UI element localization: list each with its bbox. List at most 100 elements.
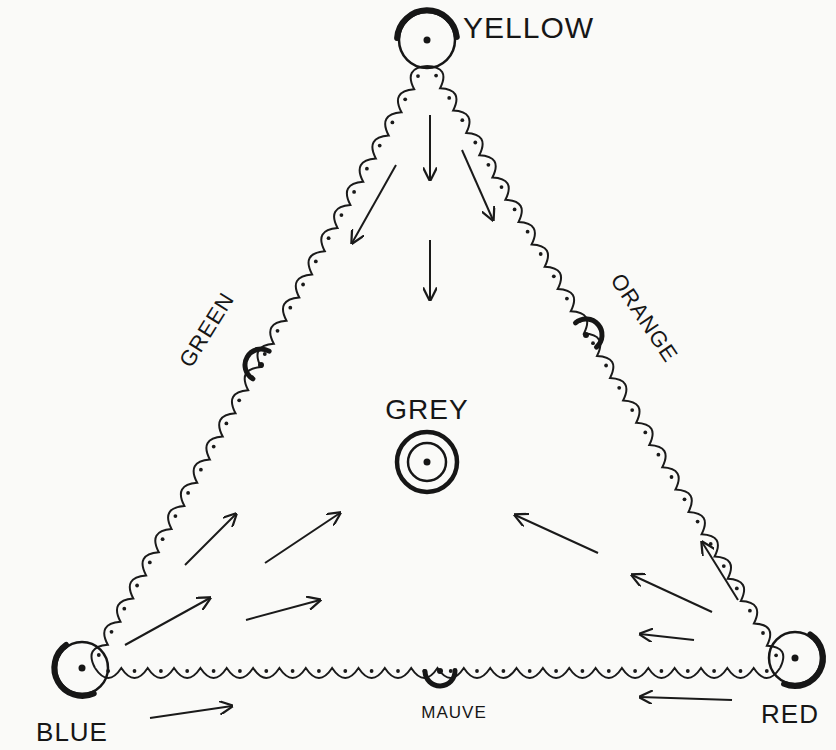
- centre-dot: [424, 459, 431, 466]
- centre-dot: [258, 362, 264, 368]
- scallop-dot: [135, 584, 139, 588]
- scallop-dot: [110, 630, 114, 634]
- crescent: [54, 645, 93, 696]
- colour-symbol: [415, 646, 465, 696]
- arrow: [125, 598, 210, 645]
- arrow: [150, 706, 232, 718]
- scallop-dot: [643, 431, 647, 435]
- scallop-dot: [434, 74, 438, 78]
- colour-node: GREY: [387, 422, 467, 502]
- arrow: [462, 150, 493, 220]
- arrow: [702, 542, 738, 600]
- mixing-arrows: [125, 115, 738, 718]
- scallop-dot: [212, 669, 216, 673]
- scallop-edge: [95, 668, 780, 678]
- scallop-dot: [264, 669, 268, 673]
- scallop-edge: [427, 66, 783, 668]
- colour-label: MAUVE: [421, 704, 486, 721]
- scallop-dot: [617, 386, 621, 390]
- arrow: [246, 600, 320, 620]
- scallop-dot: [765, 669, 769, 673]
- scallop-dot: [607, 669, 611, 673]
- scallop-dot: [186, 491, 190, 495]
- colour-node: YELLOW: [389, 2, 465, 78]
- scallop-dot: [378, 144, 382, 148]
- scallop-dot: [722, 564, 726, 568]
- crescent: [397, 10, 457, 38]
- scallop-dot: [500, 185, 504, 189]
- arrow: [265, 513, 340, 563]
- colour-symbol: [560, 309, 612, 361]
- scallop-dot: [396, 669, 400, 673]
- scallop-dot: [473, 141, 477, 145]
- scallop-dot: [185, 669, 189, 673]
- centre-dot: [79, 665, 86, 672]
- scallop-dot: [670, 475, 674, 479]
- scallop-dot: [449, 669, 453, 673]
- scallop-dot: [263, 352, 267, 356]
- scallop-dot: [487, 163, 491, 167]
- scallop-dot: [630, 408, 634, 412]
- scallop-dot: [212, 445, 216, 449]
- centre-dot: [424, 37, 431, 44]
- scallop-dot: [604, 364, 608, 368]
- scallop-dot: [416, 74, 420, 78]
- scallop-dot: [199, 468, 203, 472]
- scallop-dot: [657, 453, 661, 457]
- colour-label: RED: [761, 701, 819, 727]
- colour-node: BLUE: [46, 632, 118, 704]
- crescent: [784, 635, 823, 686]
- scallop-dot: [301, 283, 305, 287]
- scallop-dot: [712, 669, 716, 673]
- colour-label: GREEN: [176, 289, 239, 371]
- scallop-dot: [660, 669, 664, 673]
- scallop-dot: [327, 236, 331, 240]
- arrow: [185, 514, 236, 565]
- scallop-dots: [97, 74, 778, 673]
- scallop-dot: [502, 669, 506, 673]
- arrow: [640, 697, 732, 700]
- scallop-dot: [288, 306, 292, 310]
- scallop-dot: [735, 587, 739, 591]
- scallop-dot: [161, 537, 165, 541]
- colour-symbol: [759, 622, 831, 694]
- colour-symbol: [389, 2, 465, 78]
- scallop-dot: [633, 669, 637, 673]
- scallop-dot: [686, 669, 690, 673]
- scallop-dot: [159, 669, 163, 673]
- scallop-dot: [403, 97, 407, 101]
- centre-dot: [583, 332, 589, 338]
- scallop-dot: [739, 669, 743, 673]
- scallop-dot: [761, 631, 765, 635]
- colour-node: GREEN: [235, 339, 287, 391]
- scallop-dot: [133, 669, 137, 673]
- scallop-dot: [683, 497, 687, 501]
- scallop-dot: [238, 669, 242, 673]
- scallop-dot: [340, 213, 344, 217]
- scallop-dot: [317, 669, 321, 673]
- scallop-dot: [581, 669, 585, 673]
- colour-node: RED: [759, 622, 831, 694]
- scallop-dot: [552, 274, 556, 278]
- scallop-dot: [554, 669, 558, 673]
- outer-ring: [397, 432, 457, 492]
- scallop-dot: [391, 121, 395, 125]
- scallop-dot: [148, 561, 152, 565]
- scallop-dot: [475, 669, 479, 673]
- scallop-dot: [97, 653, 101, 657]
- crescent: [576, 319, 603, 347]
- scallop-dot: [565, 297, 569, 301]
- scallop-dot: [513, 208, 517, 212]
- scallop-dot: [352, 190, 356, 194]
- centre-dot: [437, 668, 443, 674]
- centre-dot: [792, 655, 799, 662]
- colour-symbol: [46, 632, 118, 704]
- colour-label: BLUE: [36, 719, 108, 745]
- scallop-dot: [696, 520, 700, 524]
- colour-label: YELLOW: [463, 13, 594, 43]
- scallop-dot: [174, 514, 178, 518]
- scallop-dot: [591, 341, 595, 345]
- scallop-dot: [774, 653, 778, 657]
